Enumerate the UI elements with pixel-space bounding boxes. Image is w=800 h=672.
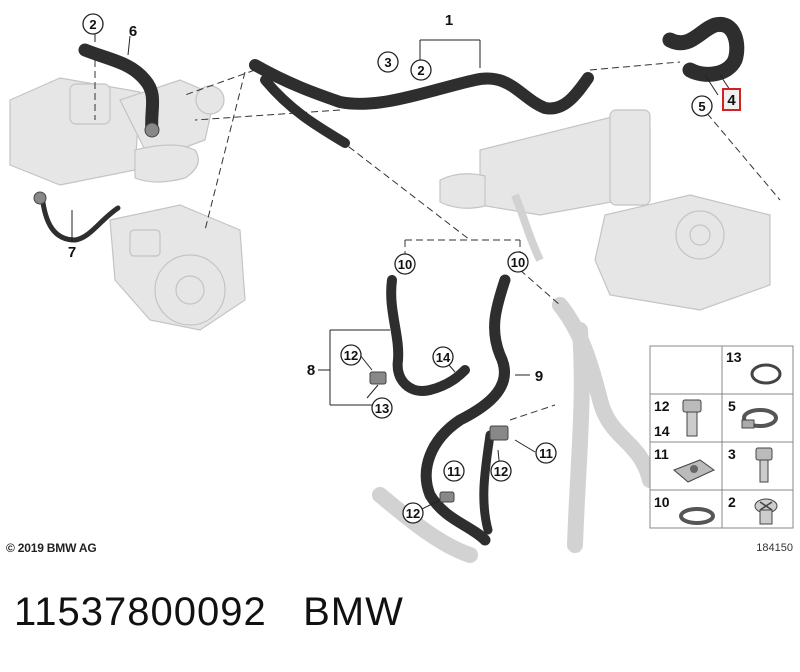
callout-2-top-left: 2 — [82, 13, 104, 35]
svg-text:11: 11 — [447, 464, 461, 479]
label-8: 8 — [307, 362, 315, 379]
dashed-leader-lines — [94, 60, 781, 421]
egr-cooler-center — [439, 109, 651, 216]
hoses — [39, 16, 745, 546]
label-9: 9 — [535, 368, 543, 385]
part-number-footer: 11537800092 BMW — [14, 590, 404, 634]
legend-cell-5: 5 — [728, 398, 778, 429]
callout-12-upper: 12 — [340, 344, 362, 366]
hose-part-9 — [420, 274, 511, 546]
svg-text:2: 2 — [89, 17, 96, 32]
svg-text:3: 3 — [384, 55, 391, 70]
svg-text:5: 5 — [698, 99, 705, 114]
svg-text:10: 10 — [654, 494, 670, 510]
water-pump-left — [109, 204, 246, 331]
legend-cell-10: 10 — [654, 494, 715, 525]
legend-cell-2: 2 — [728, 494, 778, 525]
callouts: 2 3 2 5 10 10 12 14 — [82, 13, 713, 524]
callout-10-left: 10 — [394, 253, 416, 275]
callout-2-center: 2 — [410, 59, 432, 81]
parts-diagram: 2 3 2 5 10 10 12 14 — [9, 12, 794, 563]
hose-part-7 — [39, 192, 121, 243]
svg-text:13: 13 — [375, 401, 389, 416]
hose-part-6 — [78, 43, 160, 137]
svg-text:12: 12 — [494, 464, 508, 479]
svg-text:13: 13 — [726, 349, 742, 365]
svg-text:14: 14 — [436, 350, 451, 365]
svg-text:4: 4 — [727, 92, 736, 109]
hose-part-1 — [249, 59, 594, 115]
svg-text:11: 11 — [539, 446, 553, 461]
callout-11-left: 11 — [443, 460, 465, 482]
plain-labels: 1 6 7 8 9 — [68, 12, 543, 385]
svg-text:12: 12 — [406, 506, 420, 521]
svg-text:11: 11 — [654, 446, 669, 462]
highlighted-part-4: 4 — [722, 88, 741, 111]
svg-text:10: 10 — [398, 257, 412, 272]
svg-text:10: 10 — [511, 255, 525, 270]
svg-text:12: 12 — [654, 398, 670, 414]
hose-part-8 — [386, 275, 470, 396]
legend-cell-13: 13 — [726, 349, 782, 385]
hose-part-4 — [662, 16, 745, 82]
label-1: 1 — [445, 12, 453, 29]
legend-grid: 13 12 14 5 11 3 10 — [649, 345, 794, 529]
label-6: 6 — [129, 23, 137, 40]
callout-3: 3 — [377, 51, 399, 73]
svg-text:3: 3 — [728, 446, 736, 462]
svg-text:2: 2 — [417, 63, 424, 78]
label-7: 7 — [68, 244, 76, 261]
egr-cooler-left — [9, 77, 225, 186]
callout-13: 13 — [371, 397, 393, 419]
background-components — [9, 77, 771, 563]
callout-12-lower: 12 — [402, 502, 424, 524]
diagram-code: 184150 — [756, 542, 793, 554]
callout-14: 14 — [432, 346, 454, 368]
svg-text:5: 5 — [728, 398, 736, 414]
callout-10-right: 10 — [507, 251, 529, 273]
legend-cell-12-14: 12 14 — [654, 398, 702, 439]
copyright: © 2019 BMW AG — [6, 541, 97, 555]
svg-text:14: 14 — [654, 423, 670, 439]
pump-right — [594, 194, 771, 311]
callout-12-middle: 12 — [490, 460, 512, 482]
callout-leader-lines — [71, 34, 731, 511]
legend-cell-11: 11 — [654, 446, 715, 483]
hose-clamps — [33, 122, 509, 503]
legend-cell-3: 3 — [728, 446, 773, 483]
callout-5: 5 — [691, 95, 713, 117]
lower-ghost-pipes — [372, 297, 658, 563]
svg-text:12: 12 — [344, 348, 358, 363]
callout-11-right: 11 — [535, 442, 557, 464]
svg-text:2: 2 — [728, 494, 736, 510]
